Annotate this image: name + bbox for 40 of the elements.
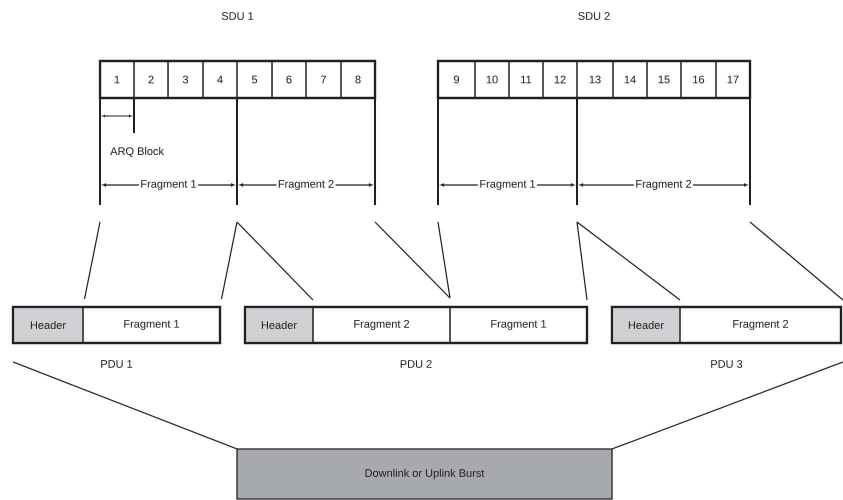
dimension-label: Fragment 2 <box>276 178 336 192</box>
block-cell: 12 <box>542 60 578 99</box>
block-cell: 7 <box>305 60 342 99</box>
block-cell: 17 <box>715 60 751 99</box>
heading: SDU 1 <box>222 12 254 20</box>
node-label: 1 <box>114 76 120 84</box>
block-cell: 2 <box>133 60 169 99</box>
block-cell: 8 <box>340 60 376 99</box>
fragment-cell: Fragment 2 <box>679 306 842 344</box>
heading: PDU 2 <box>400 360 432 368</box>
header-cell: Header <box>244 306 314 344</box>
outline <box>610 306 842 344</box>
block-cell: 15 <box>646 60 682 99</box>
block-cell: 11 <box>508 60 544 99</box>
heading: PDU 1 <box>101 360 132 368</box>
outline <box>98 60 376 100</box>
burst-box: Downlink or Uplink Burst <box>236 448 613 500</box>
block-cell: 14 <box>612 60 648 99</box>
header-cell: Header <box>12 306 84 344</box>
outline <box>436 60 752 100</box>
dimension-label: Fragment 1 <box>478 178 538 192</box>
outline <box>244 306 588 344</box>
heading: PDU 3 <box>711 360 742 368</box>
dimension-label: ARQ Block <box>110 146 164 157</box>
fragment-cell: Fragment 2 <box>312 306 451 344</box>
block-cell: 5 <box>236 60 273 99</box>
block-cell: 6 <box>271 60 307 99</box>
outline <box>12 306 222 344</box>
dimension-label: Fragment 2 <box>634 178 694 192</box>
block-cell: 16 <box>680 60 717 99</box>
fragment-cell: Fragment 1 <box>449 306 588 344</box>
block-cell: 4 <box>202 60 238 99</box>
block-cell: 10 <box>474 60 510 99</box>
dimension-label: Fragment 1 <box>138 178 198 192</box>
fragment-cell: Fragment 1 <box>82 306 221 344</box>
block-cell: 13 <box>576 60 614 99</box>
header-cell: Header <box>611 306 681 344</box>
heading: SDU 2 <box>578 12 610 20</box>
node-label: 9 <box>454 76 460 84</box>
block-cell: 3 <box>167 60 204 99</box>
